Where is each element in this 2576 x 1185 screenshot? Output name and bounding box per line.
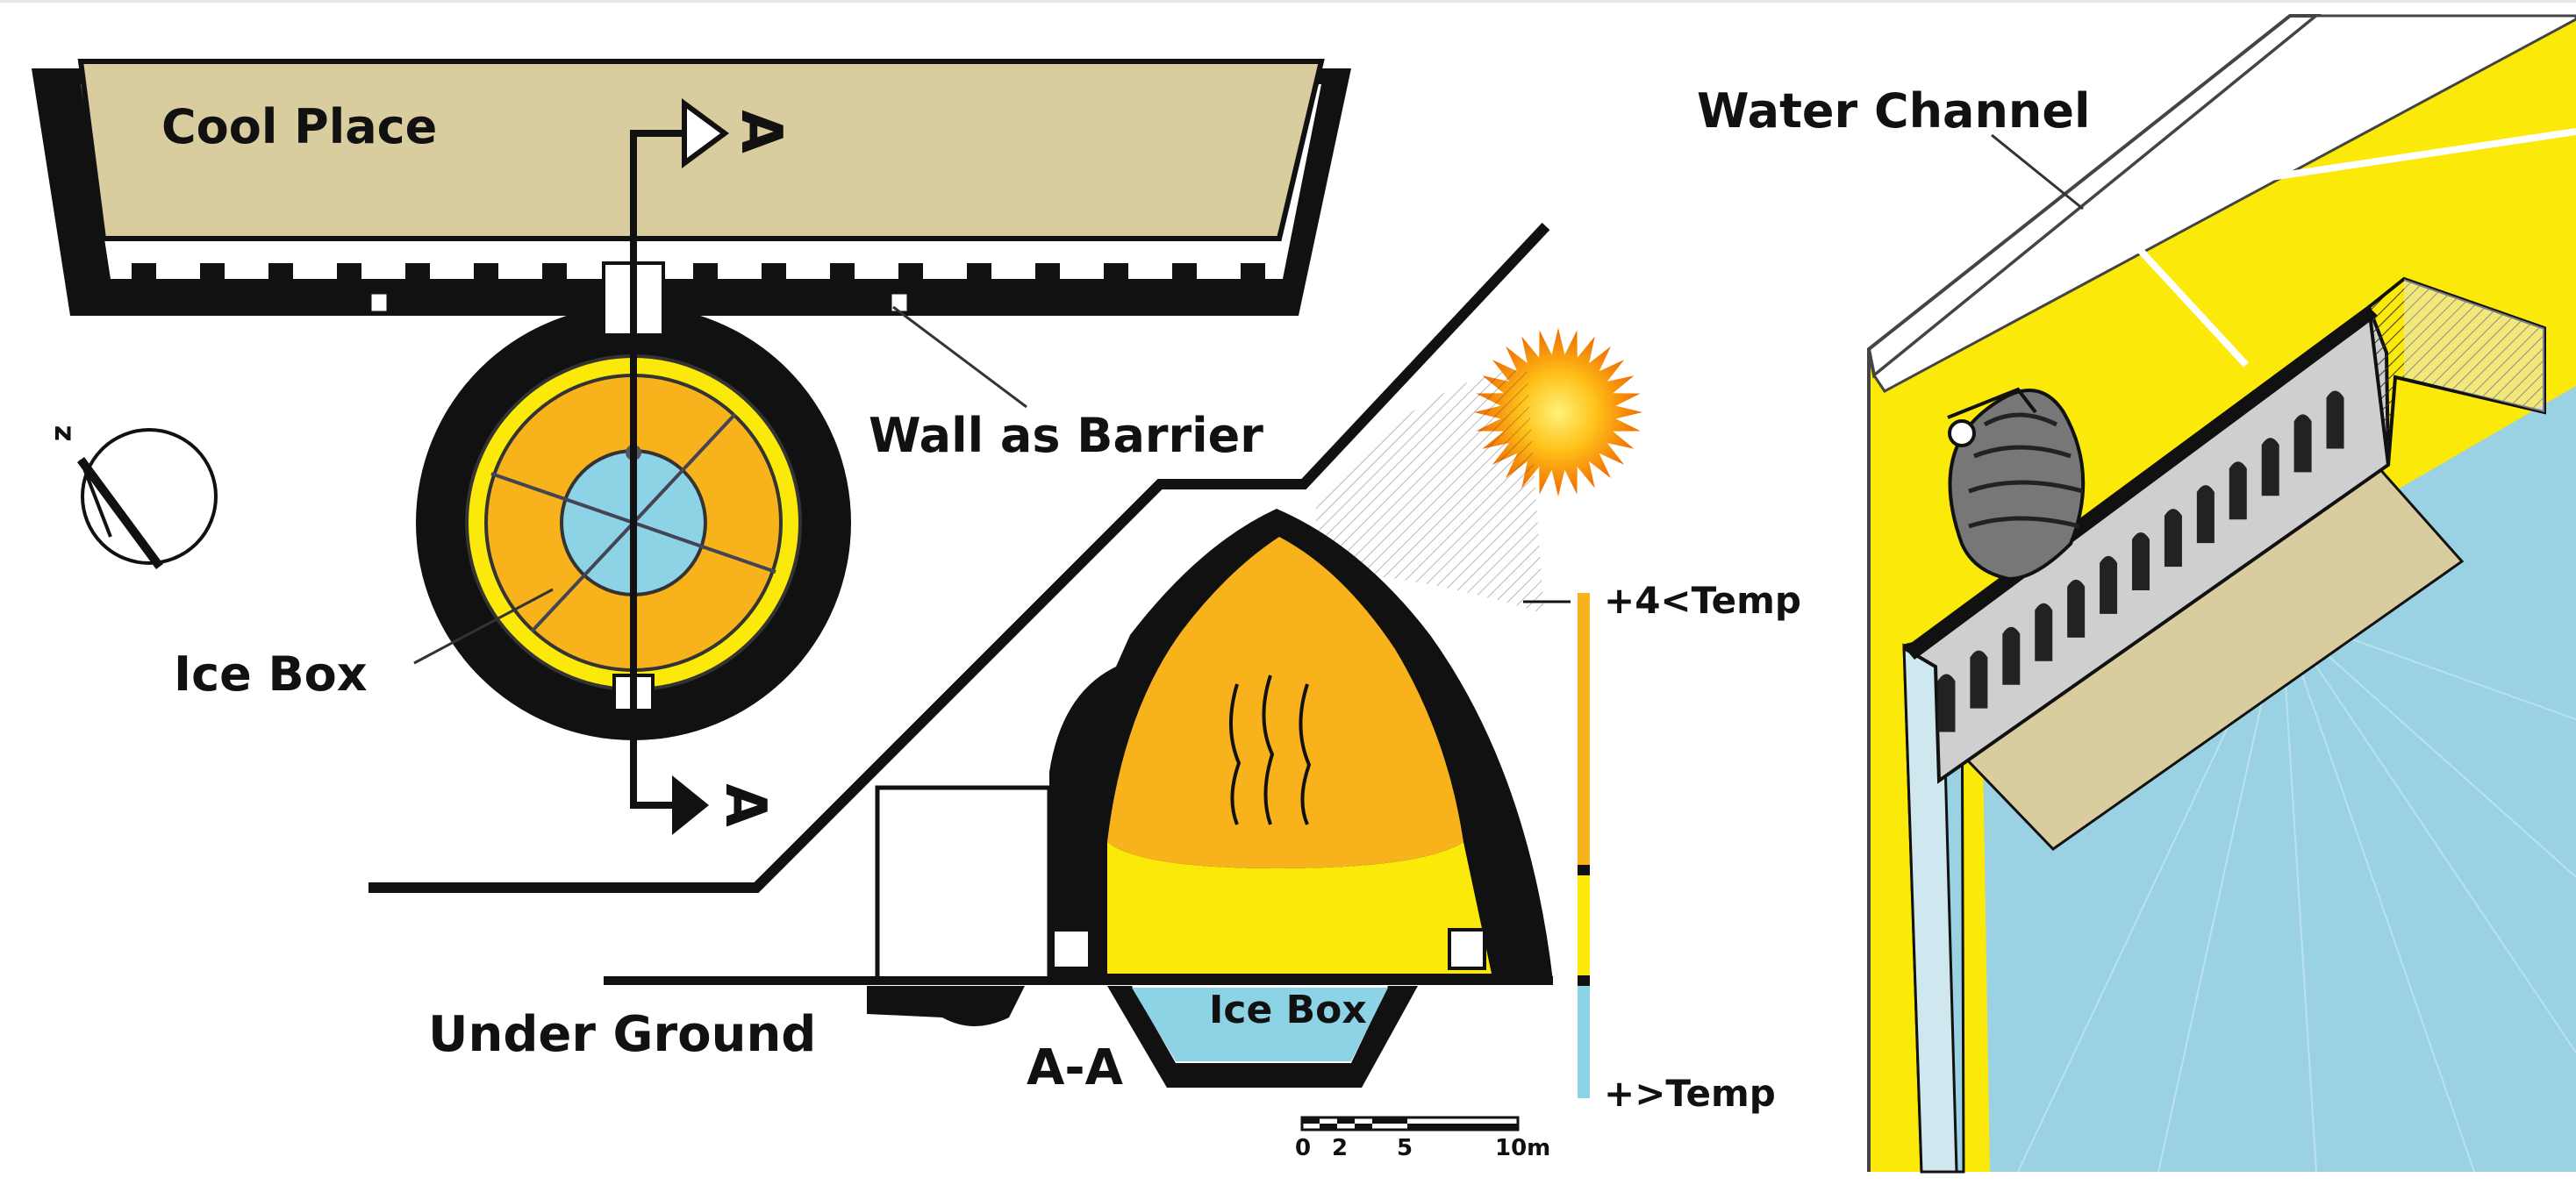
section-title: A-A [1027, 1039, 1123, 1096]
sun-rays [1474, 328, 1642, 496]
scale-label-0: 0 [1295, 1135, 1312, 1161]
back-wall-fill [2404, 279, 2544, 412]
barrier-arch [2293, 414, 2312, 473]
dome-niche [1051, 928, 1091, 970]
section-marker-top-label: A [727, 110, 793, 153]
top-border-line [0, 0, 2576, 3]
water-channel-leader [1991, 133, 2084, 211]
side-room [875, 785, 1052, 983]
section-arrow-bottom [672, 775, 709, 835]
section-marker-bottom-label: A [712, 783, 777, 827]
channel-divider-2 [2094, 128, 2576, 207]
dome-niche [1448, 928, 1486, 970]
dome-inner-upper [1107, 537, 1463, 868]
under-ground-label: Under Ground [428, 1006, 817, 1063]
ice-box-section [1132, 988, 1388, 1061]
scale-bar [1300, 1116, 1520, 1131]
dome-inner-lower [1107, 842, 1492, 974]
barrier-arch [2035, 603, 2053, 661]
north-mark-label: z [44, 425, 78, 442]
ice-box-section-label: Ice Box [1209, 988, 1367, 1032]
wall-opening [369, 291, 390, 314]
barrier-arch [2067, 579, 2086, 638]
scale-label-10m: 10m [1495, 1135, 1551, 1161]
barrier-arch [2164, 509, 2182, 568]
barrier-arch [2326, 390, 2344, 449]
north-arrow [76, 428, 218, 569]
section-arrow-top [682, 98, 730, 168]
barrier-arch [2100, 555, 2118, 614]
section-view [369, 222, 1642, 1131]
temperature-bar [1523, 593, 1590, 1098]
barrier-arches [1937, 390, 2344, 732]
barrier-arch [2002, 626, 2021, 685]
perspective-view [1866, 14, 2576, 1174]
wall-leader [892, 305, 1027, 409]
terrain-line [369, 222, 1550, 893]
left-pit [877, 986, 1018, 1017]
ice-pot [1947, 387, 2086, 582]
wall-opening [889, 291, 910, 314]
channel-divider [2096, 203, 2249, 368]
barrier-arch [2132, 532, 2150, 590]
temp-high-label: +4<Temp [1604, 579, 1801, 622]
plan-view [32, 59, 1351, 835]
scale-label-5: 5 [1397, 1135, 1413, 1161]
temp-low-label: +>Temp [1604, 1072, 1776, 1115]
scale-label-2: 2 [1332, 1135, 1349, 1161]
sketch-shading [1316, 368, 1544, 614]
barrier-arch [1970, 650, 1988, 709]
barrier-arch [1937, 674, 1956, 732]
barrier-arch [2229, 461, 2247, 520]
heat-wiggles [1229, 675, 1312, 825]
water-channel-label: Water Channel [1697, 83, 2091, 139]
wall-buttresses [132, 263, 1265, 289]
ice-box-plan-label: Ice Box [174, 646, 368, 702]
sun-icon [1474, 328, 1642, 496]
water-channel-inner [1871, 14, 2576, 393]
wall-barrier-label: Wall as Barrier [869, 408, 1263, 463]
cool-place-label: Cool Place [161, 99, 438, 154]
barrier-arch [2196, 485, 2215, 544]
section-cut-line [630, 98, 730, 835]
ice-box-leader [413, 588, 554, 665]
barrier-arch [2261, 438, 2279, 496]
underground-pit [867, 986, 1418, 1088]
